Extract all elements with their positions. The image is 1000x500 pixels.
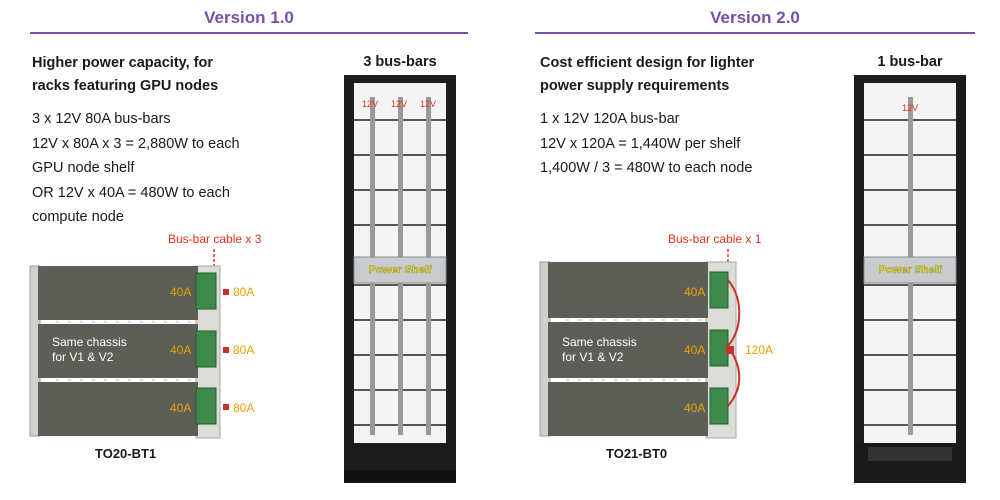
headline-line: power supply requirements — [540, 78, 730, 94]
bus-connector — [223, 289, 229, 295]
bus-connector — [726, 346, 734, 354]
version-1-rack: 12V 12V 12V Power Shelf — [344, 75, 456, 483]
version-1-divider — [30, 32, 468, 34]
bus-amp-label: 80A — [233, 285, 254, 299]
power-shelf — [863, 256, 957, 284]
node-amp-label: 40A — [170, 401, 191, 415]
version-2-rack: 12V Power Shelf — [854, 75, 966, 483]
version-1-specs: 3 x 12V 80A bus-bars 12V x 80A x 3 = 2,8… — [32, 107, 240, 230]
version-2-title: Version 2.0 — [710, 8, 800, 27]
version-1-model: TO20-BT1 — [95, 446, 157, 461]
chassis-node — [548, 262, 708, 318]
power-shelf-label: Power Shelf — [879, 264, 942, 276]
spec-line: 12V x 80A x 3 = 2,880W to each — [32, 135, 240, 152]
version-1-headline: Higher power capacity, for racks featuri… — [32, 52, 218, 98]
version-2-chassis-diagram: Bus-bar cable x 1 40A 40A 40A 120A Same … — [539, 232, 773, 439]
bus-bar-cable-callout: Bus-bar cable x 3 — [168, 232, 262, 246]
spec-line: OR 12V x 40A = 480W to each — [32, 184, 230, 201]
node-amp-label: 40A — [684, 343, 705, 357]
headline-line: racks featuring GPU nodes — [32, 78, 219, 94]
spec-line: compute node — [32, 209, 124, 225]
chassis-label: for V1 & V2 — [52, 350, 114, 364]
version-2-headline: Cost efficient design for lighter power … — [540, 52, 754, 98]
spec-line: 3 x 12V 80A bus-bars — [32, 111, 171, 127]
node-amp-label: 40A — [170, 343, 191, 357]
node-power-board — [195, 330, 217, 368]
bus-voltage-label: 12V — [420, 99, 436, 109]
chassis-label: Same chassis — [52, 335, 127, 349]
rack-base — [344, 470, 456, 483]
version-1-title: Version 1.0 — [204, 8, 294, 27]
version-2-specs: 1 x 12V 120A bus-bar 12V x 120A = 1,440W… — [540, 107, 752, 181]
node-power-board — [195, 272, 217, 310]
chassis-node — [38, 324, 198, 378]
node-amp-label: 40A — [684, 401, 705, 415]
node-power-board — [709, 271, 729, 309]
power-shelf — [353, 256, 447, 284]
bus-connector — [223, 404, 229, 410]
node-power-board — [709, 387, 729, 425]
power-shelf-label: Power Shelf — [369, 264, 432, 276]
version-2-model: TO21-BT0 — [606, 446, 668, 461]
chassis-label: Same chassis — [562, 335, 637, 349]
spec-line: 12V x 120A = 1,440W per shelf — [540, 135, 741, 152]
headline-line: Higher power capacity, for — [32, 55, 214, 71]
chassis-label: for V1 & V2 — [562, 350, 624, 364]
chassis-node — [548, 322, 708, 378]
bus-connector — [223, 347, 229, 353]
version-1-chassis-diagram: Bus-bar cable x 3 40A 40A 40A 80A 80A 80… — [29, 232, 262, 439]
bus-amp-label: 80A — [233, 401, 254, 415]
version-2-rack-title: 1 bus-bar — [877, 54, 943, 70]
bus-amp-label: 120A — [745, 343, 773, 357]
headline-line: Cost efficient design for lighter — [540, 55, 755, 71]
chassis-node — [548, 382, 708, 436]
node-power-board — [195, 387, 217, 425]
bus-voltage-label: 12V — [391, 99, 407, 109]
node-power-board — [709, 329, 729, 367]
bus-voltage-label: 12V — [362, 99, 378, 109]
bus-voltage-label: 12V — [902, 103, 918, 113]
bus-amp-label: 80A — [233, 343, 254, 357]
node-amp-label: 40A — [170, 285, 191, 299]
chassis-node — [38, 266, 198, 320]
chassis-node — [38, 382, 198, 436]
rack-base-tray — [868, 447, 952, 461]
spec-line: 1,400W / 3 = 480W to each node — [540, 160, 753, 176]
spec-line: 1 x 12V 120A bus-bar — [540, 111, 680, 127]
version-1-rack-title: 3 bus-bars — [363, 54, 437, 70]
version-2-divider — [535, 32, 975, 34]
spec-line: GPU node shelf — [32, 160, 135, 176]
bus-bar-cable-callout: Bus-bar cable x 1 — [668, 232, 762, 246]
node-amp-label: 40A — [684, 285, 705, 299]
